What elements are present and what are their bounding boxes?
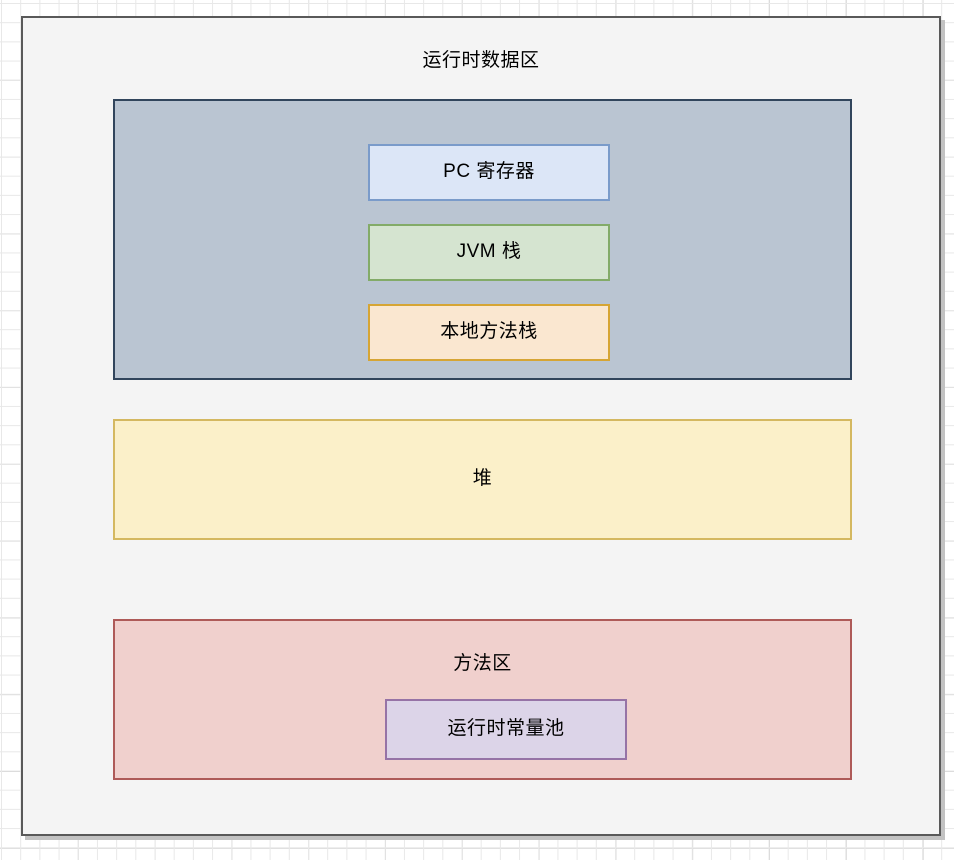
method-area-box[interactable]: 方法区 运行时常量池 (113, 619, 852, 780)
heap-box[interactable]: 堆 (113, 419, 852, 540)
runtime-constant-pool-label: 运行时常量池 (447, 718, 565, 740)
runtime-constant-pool-box[interactable]: 运行时常量池 (385, 699, 627, 760)
jvm-stack-box[interactable]: JVM 栈 (368, 224, 610, 281)
jvm-stack-label: JVM 栈 (456, 241, 522, 263)
pc-register-label: PC 寄存器 (443, 161, 535, 183)
native-method-stack-box[interactable]: 本地方法栈 (368, 304, 610, 361)
heap-label: 堆 (472, 468, 493, 490)
runtime-data-area-frame[interactable]: 运行时数据区 PC 寄存器 JVM 栈 本地方法栈 堆 方法区 运行时常量池 (21, 16, 941, 836)
native-method-stack-label: 本地方法栈 (440, 321, 538, 343)
thread-private-area-box[interactable]: PC 寄存器 JVM 栈 本地方法栈 (113, 99, 852, 380)
pc-register-box[interactable]: PC 寄存器 (368, 144, 610, 201)
method-area-label: 方法区 (453, 653, 512, 674)
runtime-data-area-title: 运行时数据区 (422, 50, 540, 71)
